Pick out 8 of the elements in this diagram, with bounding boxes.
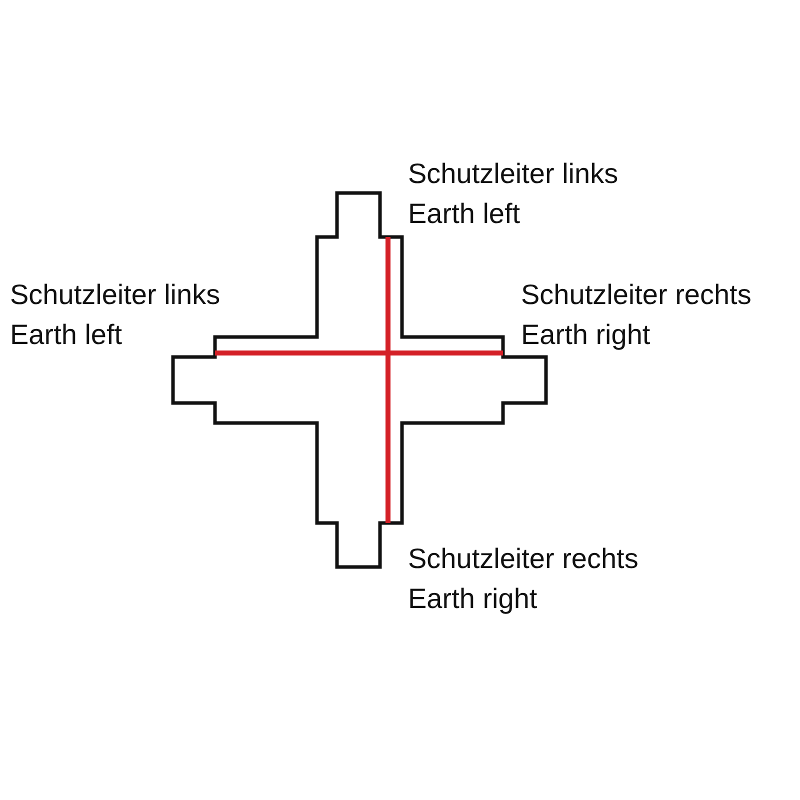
wire-label: Earth right bbox=[521, 319, 650, 351]
wire-label: Earth left bbox=[408, 198, 520, 230]
wire-label: Earth left bbox=[10, 319, 122, 351]
wire-label: Schutzleiter links bbox=[408, 158, 618, 190]
wire-label: Schutzleiter links bbox=[10, 279, 220, 311]
wire-label: Earth right bbox=[408, 583, 538, 615]
wire-label: Schutzleiter rechts bbox=[521, 279, 752, 311]
wire-label: Schutzleiter rechts bbox=[408, 543, 638, 575]
